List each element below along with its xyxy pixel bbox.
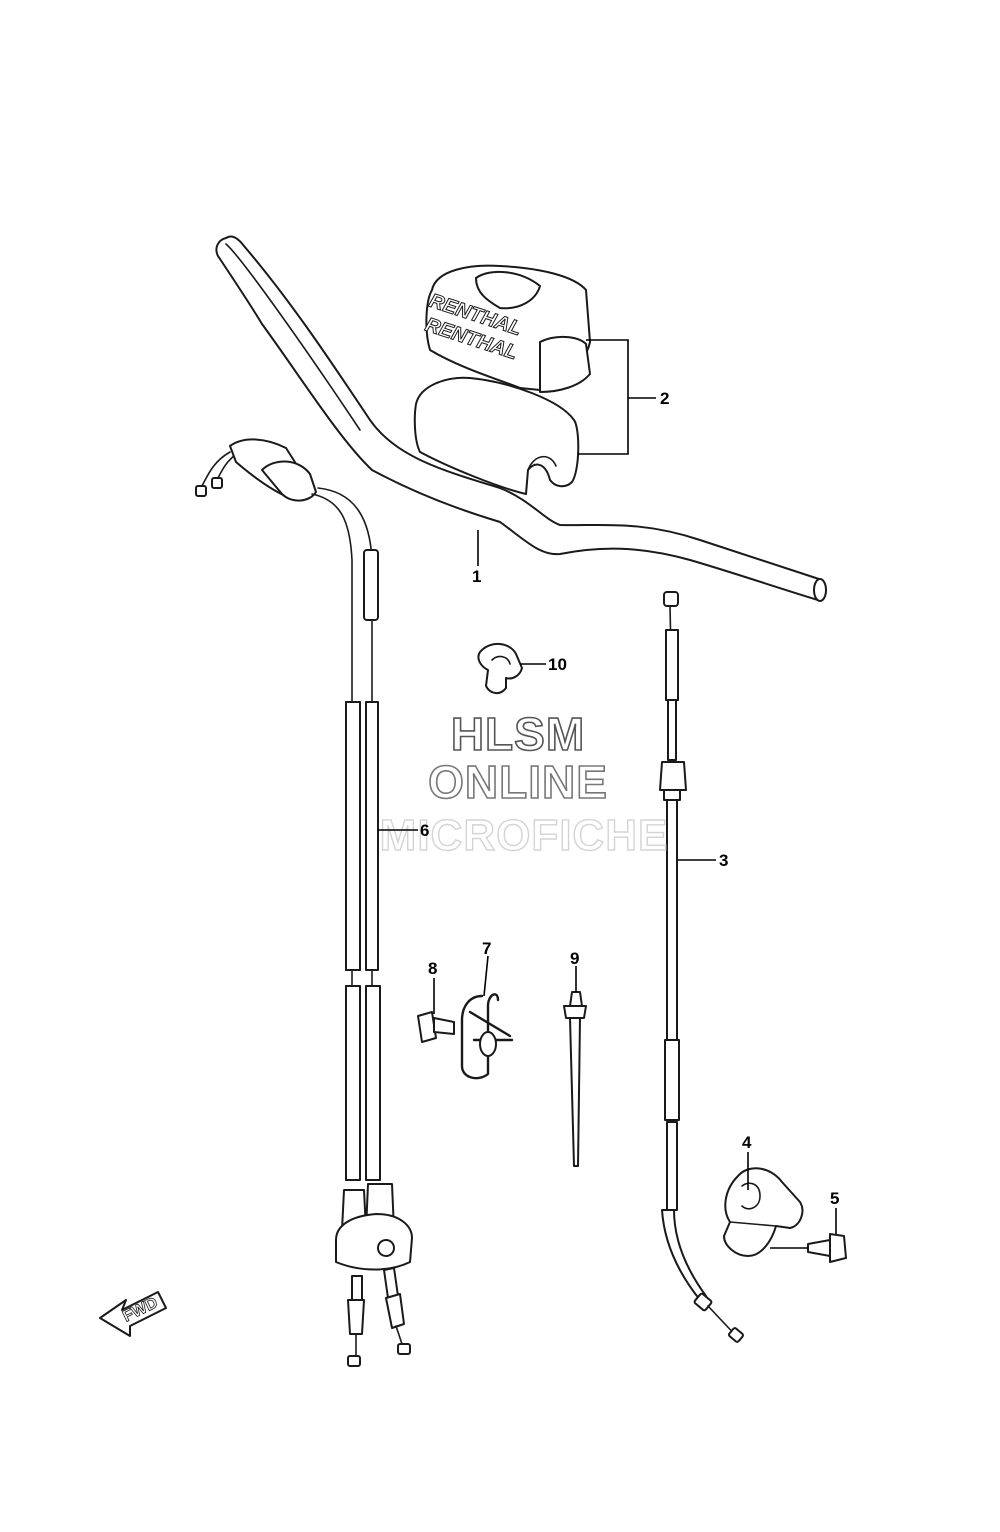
callout-10[interactable]: 10 <box>548 655 567 674</box>
clamp-bolt[interactable] <box>417 1011 455 1043</box>
watermark-line-1: HLSM <box>451 708 585 760</box>
cable-clamp[interactable] <box>460 993 514 1080</box>
callout-6[interactable]: 6 <box>420 821 429 840</box>
throttle-cable-assembly[interactable] <box>195 438 413 1367</box>
callout-8[interactable]: 8 <box>428 959 437 978</box>
callout-7[interactable]: 7 <box>482 939 491 958</box>
handlebar[interactable] <box>215 235 827 602</box>
cable-guide-clip[interactable] <box>477 643 523 694</box>
callout-3[interactable]: 3 <box>719 851 728 870</box>
watermark: HLSM ONLINE MICROFICHE <box>379 707 669 861</box>
fwd-direction-arrow: FWD <box>99 1291 167 1337</box>
callout-5[interactable]: 5 <box>830 1189 839 1208</box>
bolt[interactable] <box>807 1233 847 1263</box>
leader-lines <box>378 339 837 1249</box>
handlebar-pad[interactable]: RENTHAL RENTHAL <box>413 264 591 495</box>
callout-2[interactable]: 2 <box>660 389 669 408</box>
callout-1[interactable]: 1 <box>472 567 481 586</box>
callout-4[interactable]: 4 <box>742 1133 752 1152</box>
cable-holder-bracket[interactable] <box>723 1167 804 1257</box>
callout-9[interactable]: 9 <box>570 949 579 968</box>
watermark-line-3: MICROFICHE <box>380 811 669 860</box>
callouts: 1 2 3 4 5 6 7 8 9 10 <box>420 389 839 1208</box>
clutch-cable[interactable] <box>659 591 744 1343</box>
cable-tie[interactable] <box>563 991 587 1167</box>
watermark-line-2: ONLINE <box>428 756 608 808</box>
